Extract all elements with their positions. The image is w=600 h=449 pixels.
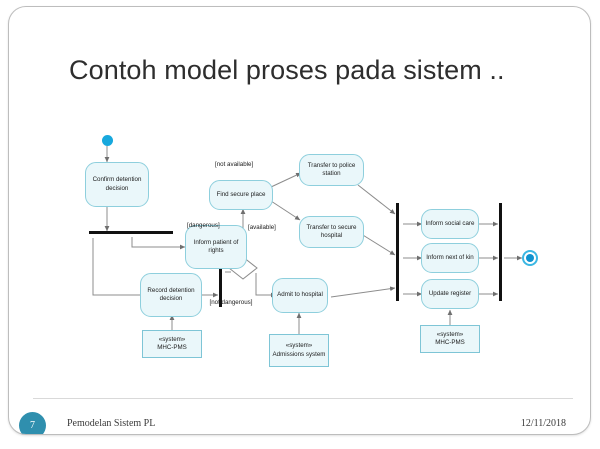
join-bar-middle (396, 203, 399, 301)
guard-not-available: [not available] (215, 161, 254, 168)
footer-title: Pemodelan Sistem PL (67, 418, 156, 429)
guard-available: [available] (248, 224, 276, 231)
activity-transfer-to-secure-hospital[interactable]: Transfer to secure hospital (299, 216, 364, 248)
system-box-admissions[interactable]: «system» Admissions system (269, 334, 329, 367)
system-stereotype: «system» (158, 335, 186, 343)
activity-inform-social-care[interactable]: Inform social care (421, 209, 479, 239)
system-box-text: «system» Admissions system (273, 342, 326, 359)
system-stereotype: «system» (436, 330, 464, 338)
activity-inform-patient-of-rights[interactable]: Inform patient of rights (185, 225, 247, 269)
footer-date: 12/11/2018 (520, 418, 566, 429)
activity-transfer-to-police-station[interactable]: Transfer to police station (299, 154, 364, 186)
system-name: MHC-PMS (157, 344, 187, 351)
system-stereotype: «system» (285, 342, 313, 350)
slide-number-badge: 7 (19, 412, 46, 434)
page-title: Contoh model proses pada sistem .. (69, 55, 505, 85)
fork-bar-vertical (219, 235, 222, 307)
activity-update-register[interactable]: Update register (421, 279, 479, 309)
guard-not-dangerous: [not dangerous] (209, 299, 253, 306)
activity-admit-to-hospital[interactable]: Admit to hospital (272, 278, 328, 313)
end-node (522, 250, 538, 266)
system-name: MHC-PMS (435, 339, 465, 346)
activity-diagram: Confirm detention decision Inform patien… (9, 7, 590, 434)
activity-confirm-detention-decision[interactable]: Confirm detention decision (85, 162, 149, 207)
fork-bar-horizontal (89, 231, 173, 234)
activity-find-secure-place[interactable]: Find secure place (209, 180, 273, 210)
activity-inform-next-of-kin[interactable]: Inform next of kin (421, 243, 479, 273)
start-node (102, 135, 113, 146)
system-name: Admissions system (272, 350, 326, 358)
system-box-mhc-pms-right[interactable]: «system» MHC-PMS (420, 325, 480, 353)
join-bar-right (499, 203, 502, 301)
system-box-mhc-pms-left[interactable]: «system» MHC-PMS (142, 330, 202, 358)
activity-record-detention-decision[interactable]: Record detention decision (140, 273, 202, 317)
slide-canvas: Contoh model proses pada sistem .. (8, 6, 591, 435)
system-box-text: «system» MHC-PMS (435, 331, 465, 348)
footer-divider (33, 398, 573, 399)
guard-dangerous: [dangerous] (187, 222, 220, 229)
system-box-text: «system» MHC-PMS (157, 336, 187, 353)
